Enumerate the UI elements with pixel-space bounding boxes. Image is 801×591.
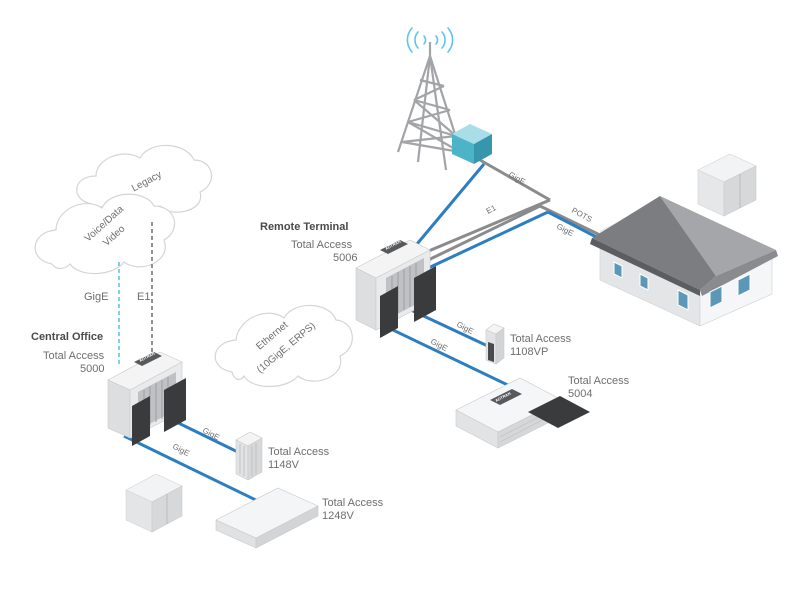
voice-data-video-cloud: Voice/Data Video: [34, 193, 176, 275]
ta5004-device-icon: ADTRAN: [455, 377, 590, 449]
co-e1-link-label: E1: [137, 291, 150, 303]
central-office-product: Total Access: [43, 350, 105, 362]
cell-tower-icon: [396, 42, 464, 171]
house-icon: [590, 196, 778, 327]
remote-terminal-chassis-icon: ADTRAN: [355, 239, 436, 338]
roadside-cabinet-icon: [697, 153, 757, 217]
co-cabinet-icon: [125, 473, 183, 533]
tower-cabinet-icon: [452, 124, 492, 164]
ta1148v-model: 1148V: [268, 459, 300, 471]
co-gige-link-label: GigE: [84, 291, 108, 303]
ethernet-cloud: Ethernet (10GigE, ERPS): [214, 304, 353, 387]
house-links: [419, 204, 607, 272]
ta1248v-model: 1248V: [322, 510, 354, 522]
central-office-title: Central Office: [31, 331, 103, 343]
ta5004-product: Total Access: [568, 375, 630, 387]
ta1248v-product: Total Access: [322, 497, 384, 509]
remote-terminal-title: Remote Terminal: [260, 221, 348, 233]
central-office-chassis-icon: ADTRAN: [107, 351, 186, 446]
ta1148v-product: Total Access: [268, 446, 330, 458]
co-1248v-gige-label: GigE: [171, 442, 191, 458]
tower-links: [410, 158, 551, 260]
wifi-signal-icon: [406, 27, 454, 53]
ta1108vp-product: Total Access: [510, 333, 572, 345]
remote-terminal-product: Total Access: [291, 239, 353, 251]
ta1108vp-model: 1108VP: [510, 346, 548, 358]
remote-terminal-model: 5006: [333, 252, 357, 264]
ta1148v-device-icon: [235, 431, 263, 481]
ta1108vp-device-icon: [485, 323, 505, 365]
legacy-cloud: Legacy: [76, 144, 213, 215]
rt-1108vp-link: [397, 302, 493, 350]
tower-e1-label: E1: [485, 203, 498, 216]
co-1248v-link: [123, 434, 265, 506]
ta5004-model: 5004: [568, 388, 592, 400]
central-office-model: 5000: [80, 363, 104, 375]
ta1248v-device-icon: [215, 487, 319, 549]
